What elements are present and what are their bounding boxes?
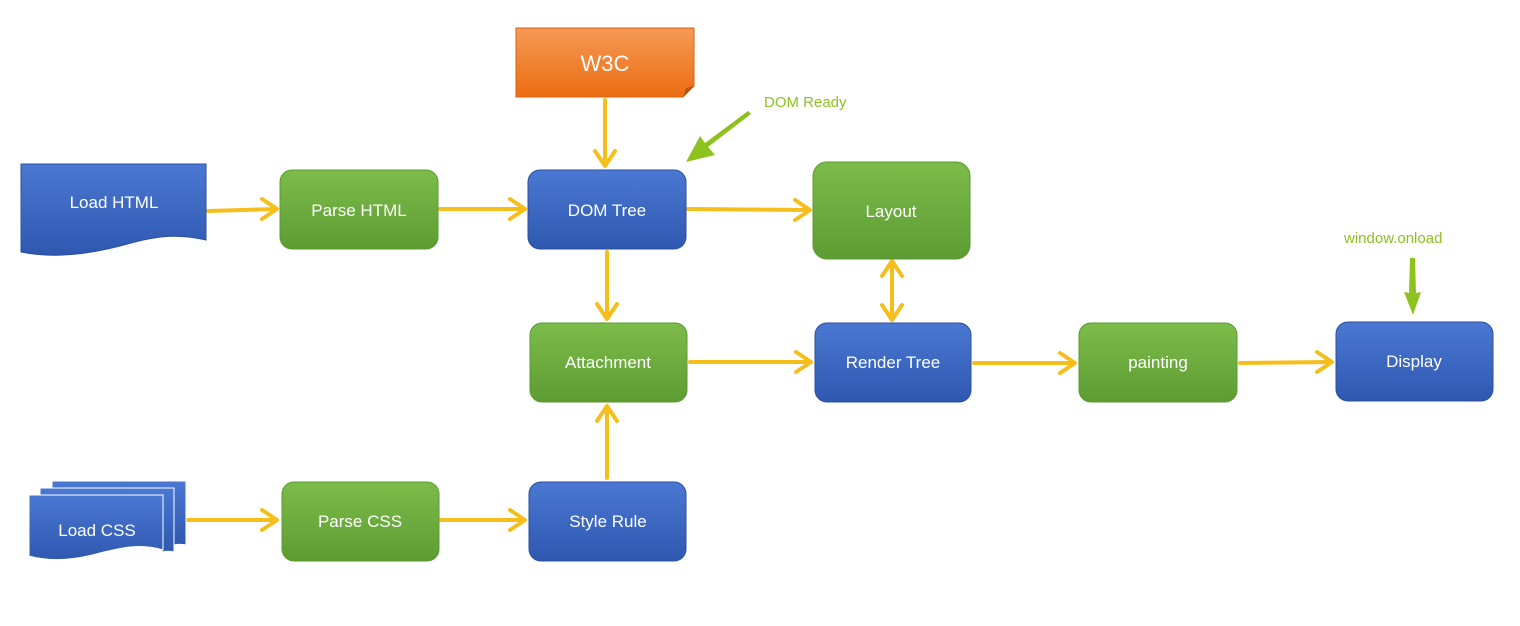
arrow-parse-html-to-dom-tree (438, 197, 527, 221)
layout-label: Layout (865, 202, 916, 221)
arrow-dom-tree-to-layout (686, 198, 812, 222)
node-load-html: Load HTML (20, 163, 207, 256)
arrow-load-html-to-parse-html (206, 197, 279, 221)
w3c-label: W3C (581, 51, 630, 76)
arrow-load-css-to-parse-css (186, 508, 279, 532)
arrow-dom-tree-to-attachment (595, 250, 619, 321)
display-label: Display (1386, 352, 1442, 371)
node-display: Display (1335, 321, 1494, 402)
render-tree-label: Render Tree (846, 353, 941, 372)
style-rule-label: Style Rule (569, 512, 646, 531)
arrow-layout-render-tree-bidirectional (880, 259, 904, 322)
arrow-painting-to-display (1238, 350, 1334, 374)
node-layout: Layout (812, 161, 971, 260)
arrow-render-tree-to-painting (972, 351, 1077, 375)
parse-html-label: Parse HTML (311, 201, 406, 220)
load-html-label: Load HTML (70, 193, 159, 212)
load-html-shape (20, 163, 207, 256)
node-w3c: W3C (515, 27, 695, 98)
annotation-arrows (686, 111, 1421, 315)
parse-css-label: Parse CSS (318, 512, 402, 531)
node-parse-css: Parse CSS (281, 481, 440, 562)
painting-label: painting (1128, 353, 1188, 372)
node-style-rule: Style Rule (528, 481, 687, 562)
arrow-w3c-to-dom-tree (593, 98, 617, 168)
node-dom-tree: DOM Tree (527, 169, 687, 250)
attachment-label: Attachment (565, 353, 651, 372)
dom-ready-annotation: DOM Ready (764, 94, 847, 111)
node-load-css: Load CSS (28, 480, 187, 561)
arrow-style-rule-to-attachment (595, 404, 619, 480)
w3c-fold (683, 86, 694, 97)
load-css-label: Load CSS (58, 521, 136, 540)
arrow-attachment-to-render-tree (688, 350, 813, 374)
arrows (186, 98, 1334, 532)
arrow-parse-css-to-style-rule (439, 508, 527, 532)
node-parse-html: Parse HTML (279, 169, 439, 250)
node-render-tree: Render Tree (814, 322, 972, 403)
node-attachment: Attachment (529, 322, 688, 403)
window-onload-annotation: window.onload (1343, 230, 1442, 247)
node-painting: painting (1078, 322, 1238, 403)
dom-ready-arrow (686, 111, 751, 162)
window-onload-arrow (1404, 258, 1421, 315)
dom-tree-label: DOM Tree (568, 201, 646, 220)
load-css-doc-front (28, 494, 164, 561)
